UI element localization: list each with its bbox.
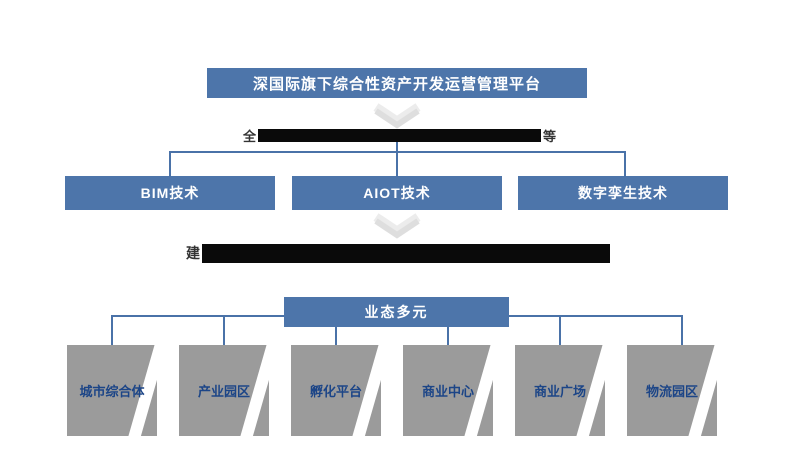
connector-line [169,151,171,177]
connector-line [624,151,626,177]
business-box-1: 城市综合体 [67,345,157,436]
connector-line [335,315,337,345]
connector-line [447,315,449,345]
connector-line [396,151,398,177]
business-box-label: 孵化平台 [309,384,362,399]
connector-line [223,315,225,345]
business-box-label: 城市综合体 [79,384,145,399]
platform-title-box: 深国际旗下综合性资产开发运营管理平台 [207,68,587,98]
tech-box-bim: BIM技术 [65,176,275,210]
caption-suffix: 等 [543,129,557,144]
connector-line [681,315,683,345]
hub-box-business-diversity: 业态多元 [284,297,509,327]
business-box-label: 产业园区 [197,384,250,399]
connector-line [396,142,398,152]
tech-box-digital-twin: 数字孪生技术 [518,176,728,210]
chevron-down-icon [373,103,421,129]
business-box-5: 商业广场 [515,345,605,436]
redaction-bar [202,243,610,263]
business-box-label: 商业中心 [421,384,474,399]
connector-line [559,315,561,345]
business-box-label: 商业广场 [533,384,586,399]
redaction-bar [258,129,542,142]
chevron-down-icon [373,213,421,239]
tech-box-aiot: AIOT技术 [292,176,502,210]
caption-prefix: 建 [186,245,200,261]
connector-line [111,315,113,345]
business-box-label: 物流园区 [645,384,698,399]
caption-redacted-2: 建 [186,243,610,263]
business-box-2: 产业园区 [179,345,269,436]
business-box-3: 孵化平台 [291,345,381,436]
caption-redacted-1: 全 等 [243,126,556,145]
caption-prefix: 全 [243,129,257,144]
business-box-4: 商业中心 [403,345,493,436]
business-box-6: 物流园区 [627,345,717,436]
